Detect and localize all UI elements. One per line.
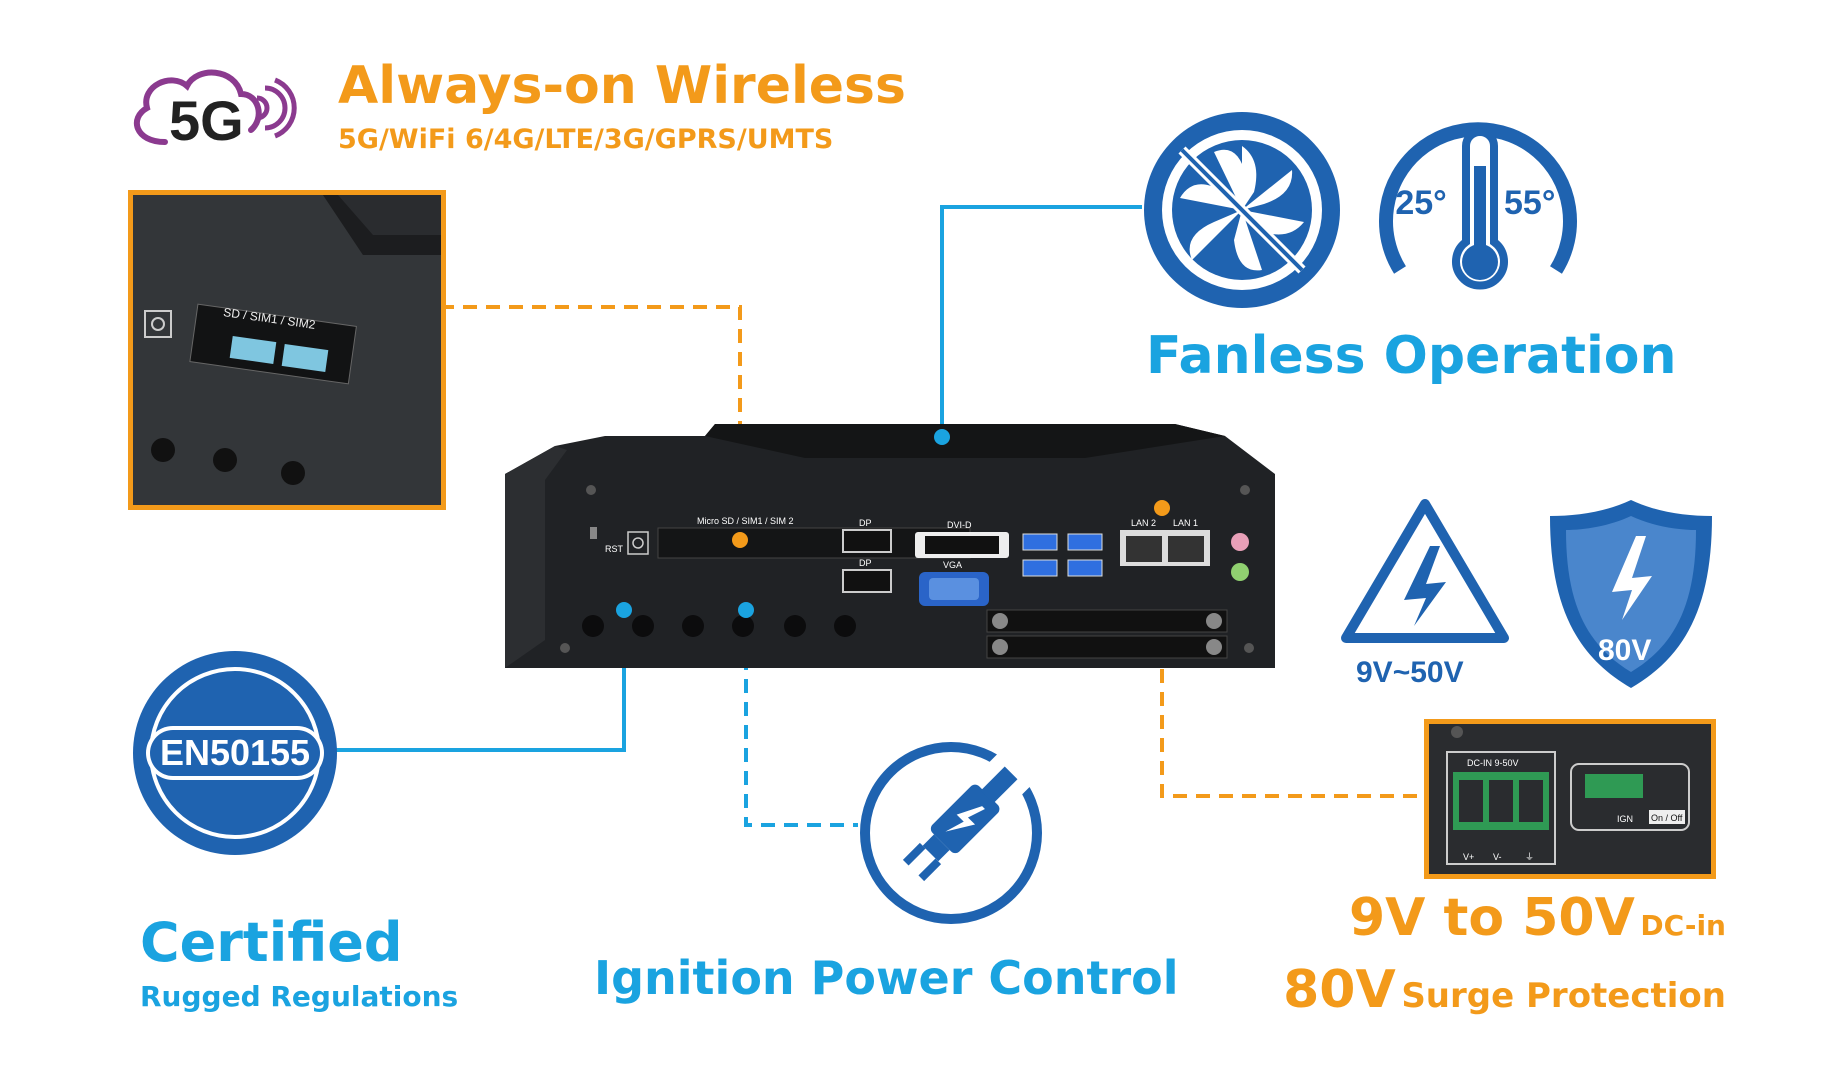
ignition-connector-line xyxy=(744,610,858,827)
wireless-title: Always-on Wireless xyxy=(338,56,906,116)
terminal-vminus: V- xyxy=(1493,852,1502,862)
thermometer-icon: -25° 55° xyxy=(1378,110,1578,290)
fanless-dot xyxy=(934,429,950,445)
ignition-title: Ignition Power Control xyxy=(594,951,1179,1005)
surge-title: 80V Surge Protection xyxy=(1240,960,1726,1032)
plug-icon xyxy=(858,740,1044,926)
dcin-dot xyxy=(1154,500,1170,516)
ign-label: IGN xyxy=(1617,814,1633,824)
vga-label: VGA xyxy=(943,560,962,570)
slot-label: Micro SD / SIM1 / SIM 2 xyxy=(697,516,794,526)
ignition-dot xyxy=(738,602,754,618)
5g-logo-text: 5G xyxy=(169,89,244,152)
temp-min-label: -25° xyxy=(1384,184,1447,222)
shield-label: 80V xyxy=(1598,634,1651,667)
en50155-text: EN50155 xyxy=(160,732,310,773)
dcin-suffix: DC-in xyxy=(1640,909,1726,942)
en50155-badge: EN50155 xyxy=(132,650,338,856)
fanless-connector-line xyxy=(940,205,1142,437)
fan-icon xyxy=(1142,110,1342,310)
wireless-subtitle: 5G/WiFi 6/4G/LTE/3G/GPRS/UMTS xyxy=(338,124,834,155)
lan1-label: LAN 1 xyxy=(1173,518,1198,528)
sim-slot-zoom: SD / SIM1 / SIM2 xyxy=(128,190,446,510)
dcin-label: DC-IN 9-50V xyxy=(1467,758,1519,768)
surge-voltage: 80V xyxy=(1283,960,1396,1020)
sim-dot xyxy=(732,532,748,548)
dp2-label: DP xyxy=(859,558,872,568)
rst-label: RST xyxy=(605,544,624,554)
sim-connector-line xyxy=(440,305,742,540)
ign-state: On / Off xyxy=(1651,813,1683,823)
terminal-vplus: V+ xyxy=(1463,852,1474,862)
5g-logo: 5G xyxy=(125,58,305,154)
dcin-range: 9V to 50V xyxy=(1349,888,1635,948)
dcin-zoom: DC-IN 9-50V V+ V- ⏚ IGN On / Off xyxy=(1424,719,1716,879)
certified-title: Certified xyxy=(140,911,403,974)
terminal-ground: ⏚ xyxy=(1525,852,1534,862)
surge-shield-icon: 80V xyxy=(1546,496,1716,692)
voltage-range-label: 9V~50V xyxy=(1356,656,1464,689)
temp-max-label: 55° xyxy=(1504,184,1555,222)
dvi-label: DVI-D xyxy=(947,520,972,530)
voltage-range-icon: 9V~50V xyxy=(1338,496,1512,692)
surge-suffix: Surge Protection xyxy=(1401,976,1726,1016)
dp1-label: DP xyxy=(859,518,872,528)
certified-dot xyxy=(616,602,632,618)
fanless-title: Fanless Operation xyxy=(1146,326,1677,386)
device-front-panel: Micro SD / SIM1 / SIM 2 xyxy=(505,420,1275,670)
certified-subtitle: Rugged Regulations xyxy=(140,980,459,1013)
dcin-title: 9V to 50V DC-in xyxy=(1340,888,1726,960)
lan2-label: LAN 2 xyxy=(1131,518,1156,528)
